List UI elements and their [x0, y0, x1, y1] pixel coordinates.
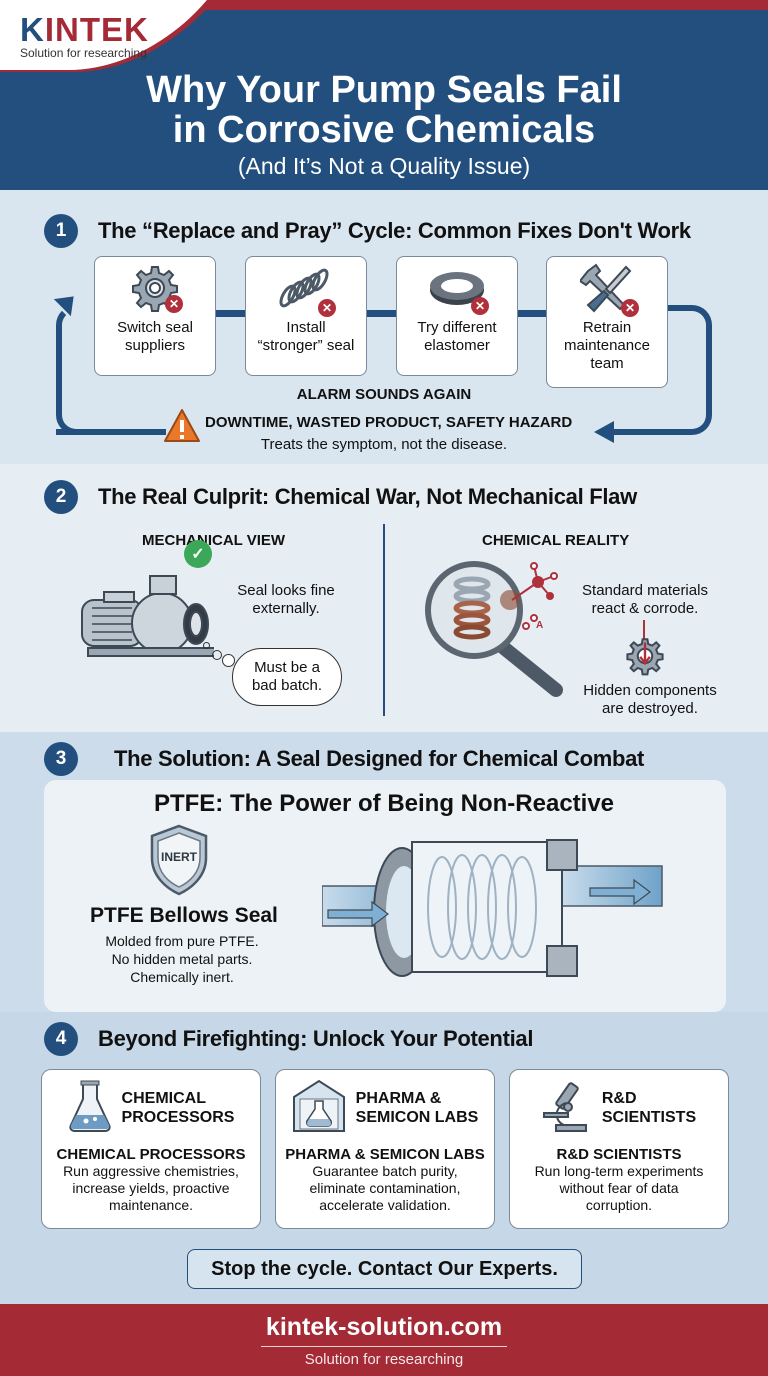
section-number-badge: 2 — [44, 480, 78, 514]
section-number-badge: 3 — [44, 742, 78, 776]
section-number-badge: 4 — [44, 1022, 78, 1056]
check-icon: ✓ — [184, 540, 212, 568]
svg-text:INERT: INERT — [161, 850, 198, 864]
section-beyond-firefighting: 4 Beyond Firefighting: Unlock Your Poten… — [0, 1012, 768, 1304]
kintek-logo[interactable]: KINTEK Solution for researching — [20, 11, 149, 61]
fail-x-icon: ✕ — [621, 299, 639, 317]
ptfe-panel-title: PTFE: The Power of Being Non-Reactive — [153, 790, 615, 817]
title-line-1: Why Your Pump Seals Fail — [146, 69, 622, 111]
cycle-arrow-left-icon — [594, 421, 614, 443]
footer-divider — [261, 1346, 507, 1347]
product-description: Molded from pure PTFE.No hidden metal pa… — [105, 933, 259, 985]
svg-text:A: A — [536, 620, 543, 631]
audience-heading: R&D SCIENTISTS — [556, 1146, 682, 1163]
website-link[interactable]: kintek-solution.com — [265, 1313, 503, 1341]
footer: kintek-solution.com Solution for researc… — [0, 1304, 768, 1376]
section-title: Beyond Firefighting: Unlock Your Potenti… — [98, 1026, 534, 1051]
connector — [362, 310, 402, 317]
header-banner: KINTEK Solution for researching Why Your… — [0, 0, 768, 190]
audience-description: Run aggressive chemistries,increase yiel… — [63, 1163, 239, 1213]
cycle-loop-bottom-right — [612, 429, 672, 435]
logo-tagline: Solution for researching — [20, 46, 147, 60]
section-number-badge: 1 — [44, 214, 78, 248]
microscope-icon — [542, 1079, 592, 1138]
audience-card-pharma-semicon: PHARMA &SEMICON LABS PHARMA & SEMICON LA… — [275, 1069, 495, 1229]
audience-heading: CHEMICAL PROCESSORS — [56, 1146, 246, 1163]
subtitle: (And It’s Not a Quality Issue) — [237, 153, 531, 179]
fail-x-icon: ✕ — [318, 299, 336, 317]
section-1-header: 1 The “Replace and Pray” Cycle: Common F… — [44, 214, 691, 248]
cleanroom-flask-icon — [292, 1079, 346, 1138]
inert-shield-icon: INERT — [148, 824, 210, 901]
title-line-2: in Corrosive Chemicals — [172, 109, 596, 151]
impact-text: DOWNTIME, WASTED PRODUCT, SAFETY HAZARD — [205, 414, 573, 431]
section-4-header: 4 Beyond Firefighting: Unlock Your Poten… — [44, 1022, 533, 1056]
section-2-header: 2 The Real Culprit: Chemical War, Not Me… — [44, 480, 637, 514]
alarm-text: ALARM SOUNDS AGAIN — [296, 386, 472, 403]
connector — [210, 310, 250, 317]
thought-bubble-dot — [222, 654, 235, 667]
section-3-header: 3 The Solution: A Seal Designed for Chem… — [44, 742, 644, 776]
section-title: The Solution: A Seal Designed for Chemic… — [114, 746, 645, 771]
flask-icon — [68, 1079, 112, 1138]
audience-description: Guarantee batch purity,eliminate contami… — [309, 1163, 461, 1213]
section-solution: 3 The Solution: A Seal Designed for Chem… — [0, 732, 768, 1012]
chemical-reality-heading: CHEMICAL REALITY — [482, 532, 630, 549]
audience-name: PHARMA &SEMICON LABS — [355, 1090, 479, 1126]
header-red-band — [0, 0, 768, 10]
o-ring-icon: ✕ — [397, 257, 517, 319]
magnifier-corroded-spring-icon: A — [424, 560, 574, 705]
thought-bubble-dot — [203, 642, 210, 649]
ptfe-bellows-seal-illustration — [321, 822, 672, 997]
gear-icon: ✕ — [95, 257, 215, 319]
logo-k: K — [20, 11, 45, 48]
cycle-loop-bottom-left — [56, 429, 166, 435]
footer-tagline: Solution for researching — [304, 1351, 464, 1368]
section-title: The “Replace and Pray” Cycle: Common Fix… — [98, 218, 691, 243]
section-replace-and-pray: 1 The “Replace and Pray” Cycle: Common F… — [0, 190, 768, 464]
gear-destroyed-icon — [625, 636, 665, 681]
conclusion-text: Treats the symptom, not the disease. — [260, 436, 508, 453]
column-divider — [383, 524, 385, 716]
fail-x-icon: ✕ — [165, 295, 183, 313]
contact-experts-button[interactable]: Stop the cycle. Contact Our Experts. — [187, 1249, 582, 1289]
connector — [514, 310, 554, 317]
fix-label: Install“stronger” seal — [257, 319, 355, 354]
mechanical-view-heading: MECHANICAL VIEW — [142, 532, 286, 549]
fix-card-stronger-seal: ✕ Install“stronger” seal — [245, 256, 367, 376]
page-title: Why Your Pump Seals Fail in Corrosive Ch… — [0, 70, 768, 180]
product-name: PTFE Bellows Seal — [90, 904, 278, 927]
logo-text: INTEK — [44, 11, 149, 48]
cycle-loop-right — [664, 305, 712, 435]
warning-icon — [163, 408, 201, 449]
pump-icon — [78, 572, 225, 667]
wrench-screwdriver-icon: ✕ — [547, 257, 667, 319]
audience-heading: PHARMA & SEMICON LABS — [285, 1146, 485, 1163]
fail-x-icon: ✕ — [471, 297, 489, 315]
thought-bubble-dot — [212, 650, 222, 660]
spring-icon: ✕ — [246, 257, 366, 319]
section-title: The Real Culprit: Chemical War, Not Mech… — [98, 484, 637, 509]
arrow-down-icon — [643, 620, 645, 650]
section-real-culprit: 2 The Real Culprit: Chemical War, Not Me… — [0, 464, 768, 732]
